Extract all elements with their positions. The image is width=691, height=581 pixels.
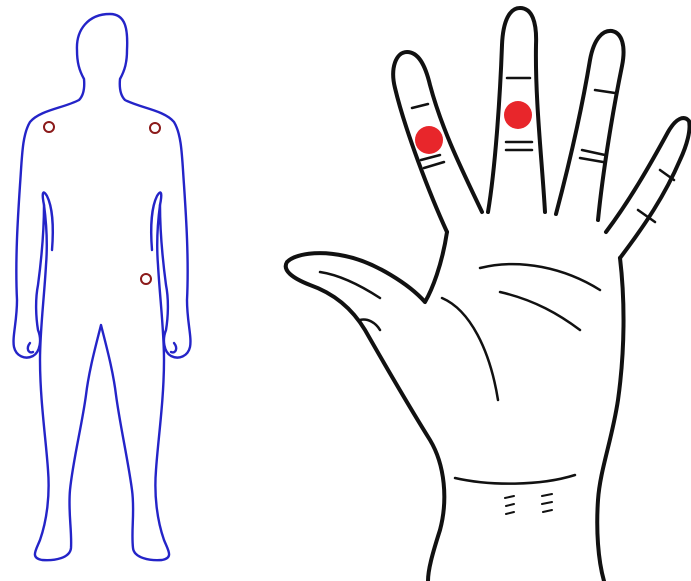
palm-crease-life (442, 298, 498, 400)
left-hand-curl (171, 343, 176, 352)
wrist-mark-1 (505, 496, 514, 514)
wrist-line (455, 475, 575, 484)
body-figure (14, 14, 191, 560)
palm-crease-upper (480, 264, 600, 290)
little-finger-outline (606, 118, 690, 258)
index-crease-2 (421, 155, 440, 160)
index-crease-3 (424, 162, 444, 168)
palm-crease-middle (500, 292, 580, 330)
index-finger-marker (415, 126, 443, 154)
middle-finger-marker (504, 101, 532, 129)
ring-crease-1 (595, 90, 615, 93)
body-markers (44, 122, 160, 284)
ring-finger-outline (556, 31, 624, 220)
right-shoulder-marker (44, 122, 54, 132)
palm-right-edge (597, 258, 623, 581)
hand-markers (415, 101, 532, 154)
ring-crease-2 (582, 150, 605, 155)
index-crease-1 (412, 104, 428, 108)
left-shoulder-marker (150, 123, 160, 133)
left-hip-marker (141, 274, 151, 284)
body-outline (14, 14, 191, 560)
thumb-palm-outline (286, 232, 447, 581)
wrist-mark-2 (542, 494, 552, 512)
ring-crease-3 (580, 158, 603, 162)
hand-figure (286, 8, 690, 581)
right-hand-curl (28, 343, 33, 352)
